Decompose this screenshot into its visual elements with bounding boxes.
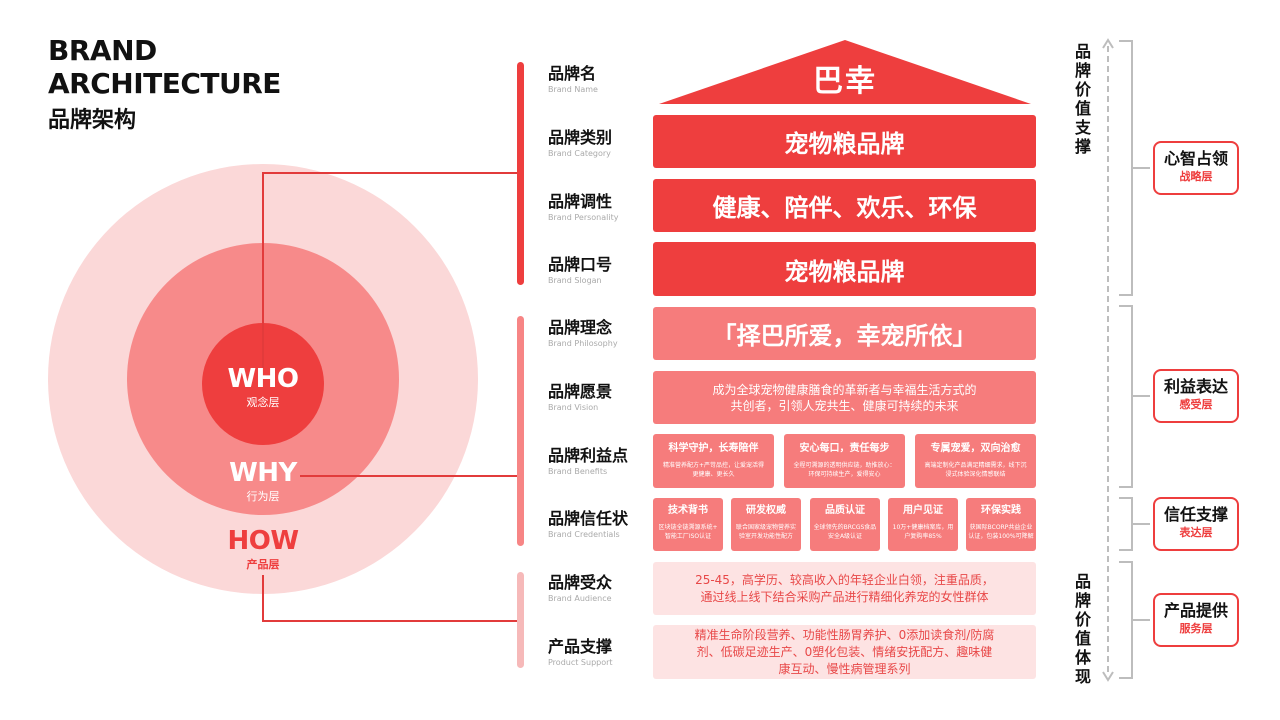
who-connector-horizontal	[262, 172, 520, 174]
row-label-personality: 品牌调性 Brand Personality	[548, 192, 619, 222]
row-label-credentials: 品牌信任状 Brand Credentials	[548, 509, 629, 539]
why-bar	[517, 316, 524, 546]
bracket-expression-tip	[1132, 523, 1150, 525]
row-label-audience: 品牌受众 Brand Audience	[548, 573, 613, 603]
title-line-1: BRAND	[48, 34, 157, 67]
product-support-box: 精准生命阶段营养、功能性肠胃养护、0添加读食剂/防腐 剂、低碳足迹生产、0塑化包…	[653, 625, 1036, 679]
who-bar	[517, 62, 524, 285]
how-sub: 产品层	[246, 558, 280, 571]
personality-box: 健康、陪伴、欢乐、环保	[653, 179, 1036, 232]
category-box: 宠物粮品牌	[653, 115, 1036, 168]
how-connector-vertical	[262, 575, 264, 621]
bracket-service-tip	[1132, 619, 1150, 621]
who-label-group: WHO 观念层	[183, 364, 343, 410]
row-label-benefits: 品牌利益点 Brand Benefits	[548, 446, 629, 476]
brand-roof	[659, 40, 1031, 104]
credential-cell: 品质认证 全球领先的BRCGS食品 安全A级认证	[810, 498, 880, 551]
product-support-line-3: 康互动、慢性病管理系列	[778, 661, 911, 676]
value-expression-vertical-text: 品牌价值体现	[1074, 572, 1091, 686]
audience-line-1: 25-45，高学历、较高收入的年轻企业白领，注重品质，	[695, 572, 994, 587]
value-support-vertical-text: 品牌价值支撑	[1074, 42, 1091, 156]
credential-cell: 技术背书 区块链全链溯源系统+ 智能工厂ISO认证	[653, 498, 723, 551]
bracket-perception	[1119, 305, 1133, 488]
slogan-box: 宠物粮品牌	[653, 242, 1036, 296]
credential-cell: 研发权威 联合国家级宠物营养实 验室开发功能性配方	[731, 498, 801, 551]
benefit-cell: 科学守护，长寿陪伴 精准营养配方+严苛品控，让爱宠活得 更健康、更长久	[653, 434, 774, 488]
how-bar	[517, 572, 524, 668]
product-support-line-2: 剂、低碳足迹生产、0塑化包装、情绪安抚配方、趣味健	[696, 644, 993, 659]
bracket-service	[1119, 561, 1133, 679]
bracket-expression	[1119, 497, 1133, 551]
level-perception-box: 利益表达 感受层	[1153, 369, 1239, 423]
how-label: HOW	[227, 526, 299, 556]
title-line-2: ARCHITECTURE	[48, 67, 281, 100]
who-connector-vertical	[262, 172, 264, 368]
row-label-vision: 品牌愿景 Brand Vision	[548, 382, 613, 412]
value-axis-dashed-line	[1107, 46, 1109, 672]
row-label-product-support: 产品支撑 Product Support	[548, 637, 613, 667]
why-connector	[300, 475, 520, 477]
row-label-philosophy: 品牌理念 Brand Philosophy	[548, 318, 618, 348]
credential-cell: 用户见证 10万+健康档案库，用 户复购率85%	[888, 498, 958, 551]
who-label: WHO	[227, 364, 299, 394]
how-label-group: HOW 产品层	[183, 526, 343, 572]
brand-name: 巴幸	[813, 64, 877, 99]
title-english: BRAND ARCHITECTURE	[48, 34, 281, 100]
product-support-line-1: 精准生命阶段营养、功能性肠胃养护、0添加读食剂/防腐	[694, 627, 995, 642]
row-label-brand-name: 品牌名 Brand Name	[548, 64, 598, 94]
bracket-perception-tip	[1132, 395, 1150, 397]
benefit-cell: 专属宠爱，双向治愈 高端定制化产品满足精细需求，线下沉 浸式体验深化情感联结	[915, 434, 1036, 488]
level-expression-box: 信任支撑 表达层	[1153, 497, 1239, 551]
why-label: WHY	[229, 458, 297, 488]
vision-line-1: 成为全球宠物健康膳食的革新者与幸福生活方式的	[712, 382, 977, 397]
audience-box: 25-45，高学历、较高收入的年轻企业白领，注重品质， 通过线上线下结合采购产品…	[653, 562, 1036, 615]
credential-cell: 环保实践 获国际BCORP共益企业 认证，包装100%可降解	[966, 498, 1036, 551]
bracket-strategy-tip	[1132, 167, 1150, 169]
vision-line-2: 共创者，引领人宠共生、健康可持续的未来	[730, 398, 959, 413]
arrow-down-icon	[1102, 671, 1114, 682]
arrow-up-icon	[1102, 38, 1114, 49]
audience-line-2: 通过线上线下结合采购产品进行精细化养宠的女性群体	[700, 589, 989, 604]
benefit-cell: 安心每口，责任每步 全程可溯源的透明供应链，助推放心： 环保可持续生产，爱得安心	[784, 434, 905, 488]
how-connector-horizontal	[262, 620, 520, 622]
level-strategy-box: 心智占领 战略层	[1153, 141, 1239, 195]
row-label-category: 品牌类别 Brand Category	[548, 128, 613, 158]
vision-box: 成为全球宠物健康膳食的革新者与幸福生活方式的 共创者，引领人宠共生、健康可持续的…	[653, 371, 1036, 424]
row-label-slogan: 品牌口号 Brand Slogan	[548, 255, 613, 285]
level-service-box: 产品提供 服务层	[1153, 593, 1239, 647]
title-chinese: 品牌架构	[48, 108, 137, 133]
bracket-strategy	[1119, 40, 1133, 296]
why-label-group: WHY 行为层	[183, 458, 343, 504]
who-sub: 观念层	[246, 396, 280, 409]
why-sub: 行为层	[246, 490, 280, 503]
philosophy-box: 「择巴所爱，幸宠所依」	[653, 307, 1036, 360]
